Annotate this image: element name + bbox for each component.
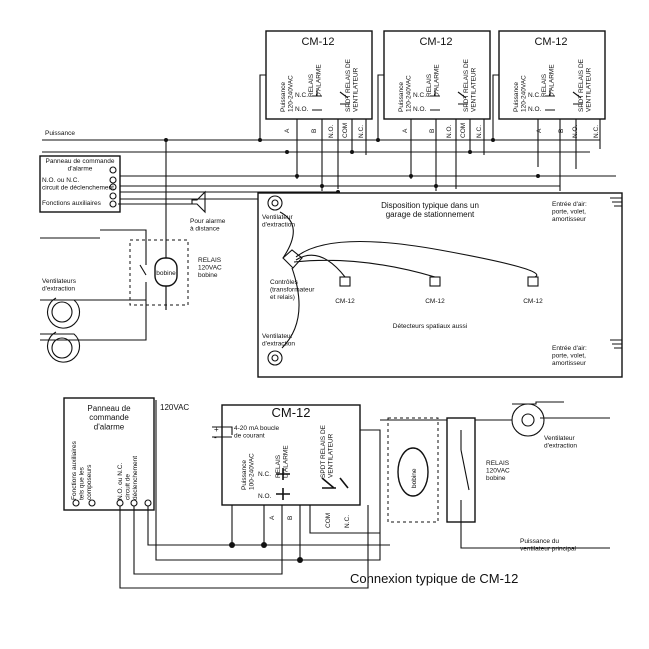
svg-text:A: A xyxy=(284,128,291,133)
plus-label: + xyxy=(214,425,219,434)
cm12-module-3: CM-12 Puissance120-240VAC RELAISD'ALARME… xyxy=(498,30,606,120)
cm12-module-2: CM-12 Puissance120-240VAC RELAISD'ALARME… xyxy=(383,30,491,120)
module-fan-label: SPDT RELAIS DEVENTILATEUR xyxy=(345,58,360,112)
svg-text:A: A xyxy=(536,128,543,133)
module-power-label: Puissance120-240VAC xyxy=(280,75,295,112)
cm12-module-1: CM-12 Puissance120-240VAC RELAISD'ALARME… xyxy=(265,30,373,120)
fan-icon xyxy=(267,350,283,366)
spatial-label: Détecteurs spatiaux aussi xyxy=(393,323,467,330)
panel-no-nc: N.O. ou N.C.circuit dedéclenchement xyxy=(117,456,139,500)
coil-label: bobine xyxy=(156,270,176,277)
coil-label: bobine xyxy=(411,468,418,488)
nc-label: N.C. xyxy=(295,92,308,99)
nc-label: N.C. xyxy=(528,92,541,99)
svg-text:N.O.: N.O. xyxy=(446,124,453,138)
svg-text:N.C.: N.C. xyxy=(344,515,351,528)
module-title: CM-12 xyxy=(419,36,452,48)
controls-icon xyxy=(282,249,303,269)
svg-text:COM: COM xyxy=(460,123,467,138)
svg-text:B: B xyxy=(311,129,318,133)
fan-icon xyxy=(40,331,81,363)
panel-aux: Fonctions auxiliairestels que lescompose… xyxy=(71,440,93,500)
module-alarm-label: RELAISD'ALARME xyxy=(308,64,323,97)
coil-bottom: bobine xyxy=(387,417,439,523)
no-label: N.O. xyxy=(413,106,427,113)
no-label: N.O. xyxy=(528,106,542,113)
module-title: CM-12 xyxy=(534,36,567,48)
svg-text:N.O.: N.O. xyxy=(328,124,335,138)
svg-text:N.C.: N.C. xyxy=(358,125,365,138)
module-power-label: Puissance120-240VAC xyxy=(398,75,413,112)
svg-text:N.C.: N.C. xyxy=(593,125,600,138)
svg-text:A: A xyxy=(402,128,409,133)
coil-icon xyxy=(397,447,429,497)
power-label: Puissance xyxy=(45,130,75,137)
svg-text:COM: COM xyxy=(325,513,332,528)
svg-text:B: B xyxy=(287,516,294,520)
panel-aux: Fonctions auxiliaires xyxy=(42,200,102,207)
module-title: CM-12 xyxy=(271,405,310,420)
fan-icon xyxy=(40,297,81,329)
svg-text:COM: COM xyxy=(342,123,349,138)
panel-no-nc: N.O. ou N.C.circuit de déclenchement xyxy=(42,177,114,192)
svg-text:B: B xyxy=(558,129,565,133)
svg-text:N.C.: N.C. xyxy=(476,125,483,138)
relay-enclosure xyxy=(129,239,189,306)
fan-icon xyxy=(511,401,564,437)
module-alarm-label: RELAISD'ALARME xyxy=(541,64,556,97)
terminal-labels-bottom: A B COM N.C. xyxy=(269,513,351,528)
module-power-label: Puissance100-240VAC xyxy=(241,453,256,490)
module-power-label: Puissance120-240VAC xyxy=(513,75,528,112)
voltage-label: 120VAC xyxy=(160,403,189,412)
svg-text:A: A xyxy=(269,515,276,520)
sensor-label: CM-12 xyxy=(523,298,543,305)
nc-label: N.C. xyxy=(413,92,426,99)
air-bottom-label: Entrée d'air:porte, volet,amortisseur xyxy=(552,345,587,367)
sensor-label: CM-12 xyxy=(335,298,355,305)
module-title: CM-12 xyxy=(301,36,334,48)
no-label: N.O. xyxy=(295,106,309,113)
module-fan-label: SPDT RELAIS DEVENTILATEUR xyxy=(320,424,335,478)
sensor-label: CM-12 xyxy=(425,298,445,305)
fan-icon xyxy=(267,195,283,211)
module-alarm-label: RELAISD'ALARME xyxy=(426,64,441,97)
module-alarm-label: RELAISD'ALARME xyxy=(275,445,290,478)
horn-icon xyxy=(118,190,206,214)
no-label: N.O. xyxy=(258,493,272,500)
module-fan-label: SPDT RELAIS DEVENTILATEUR xyxy=(578,58,593,112)
module-fan-label: SPDT RELAIS DEVENTILATEUR xyxy=(463,58,478,112)
air-top-label: Entrée d'air:porte, volet,amortisseur xyxy=(552,201,587,223)
nc-label: N.C. xyxy=(258,471,271,478)
terminal-labels: A B N.O. COM N.C. A B N.O. COM N.C. A B … xyxy=(284,123,600,138)
caption: Connexion typique de CM-12 xyxy=(350,571,518,586)
svg-text:B: B xyxy=(429,129,436,133)
